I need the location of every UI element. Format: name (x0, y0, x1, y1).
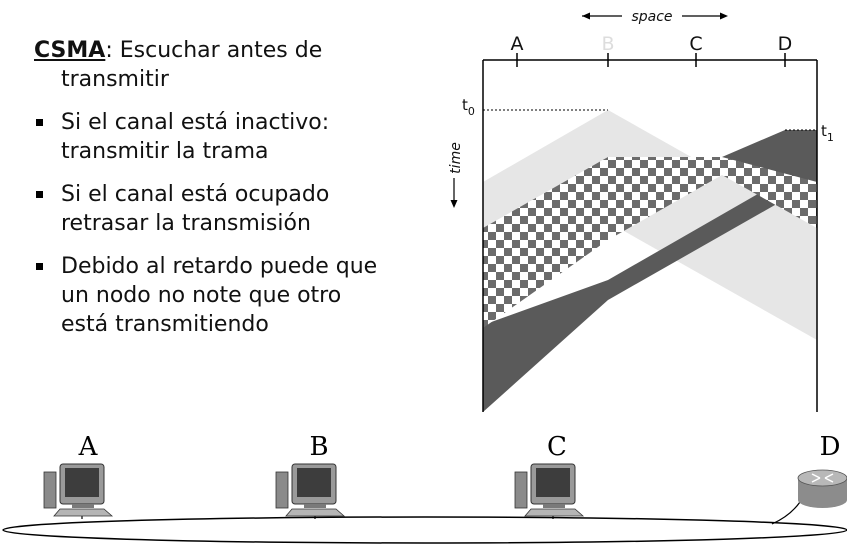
bullet-text-panel: CSMA: Escuchar antes de transmitir Si el… (34, 36, 434, 339)
dark-transmission-region (483, 160, 817, 412)
bullet-idle-line1: Si el canal está inactivo: (61, 110, 330, 135)
axis-node-b: B (601, 33, 614, 55)
computer-icon (275, 463, 346, 517)
bullet-square-icon (36, 119, 43, 126)
t1-label: t1 (821, 122, 834, 144)
router-icon (797, 469, 847, 508)
shared-bus (2, 516, 847, 544)
computer-icon (514, 463, 585, 517)
diagram-frame (482, 53, 818, 412)
heading-continuation: transmitir (61, 67, 169, 92)
collision-region (483, 157, 817, 328)
heading-rest: : Escuchar antes de (105, 38, 323, 63)
bullet-busy: Si el canal está ocupado retrasar la tra… (34, 180, 434, 238)
bullet-square-icon (36, 191, 43, 198)
space-label: space (631, 9, 672, 25)
bullet-delay: Debido al retardo puede que un nodo no n… (34, 252, 434, 339)
computer-icon (43, 463, 114, 517)
host-label-b: B (309, 432, 328, 462)
host-label-a: A (78, 432, 99, 462)
bullet-delay-line3: está transmitiendo (61, 312, 269, 337)
bullet-delay-line1: Debido al retardo puede que (61, 254, 378, 279)
light-transmission-region (483, 110, 817, 340)
axis-node-a: A (511, 33, 524, 55)
bullet-delay-line2: un nodo no note que otro (61, 283, 342, 308)
bullet-idle-line2: transmitir la trama (61, 139, 269, 164)
bullet-list: Si el canal está inactivo: transmitir la… (34, 108, 434, 339)
space-arrow (582, 12, 728, 20)
axis-node-d: D (778, 33, 793, 55)
csma-heading: CSMA: Escuchar antes de transmitir (34, 36, 434, 94)
propagation-regions (483, 110, 817, 412)
time-label: time (448, 142, 464, 174)
host-label-d: D (820, 432, 841, 462)
time-arrow (450, 178, 458, 208)
bullet-square-icon (36, 263, 43, 270)
bullet-busy-line1: Si el canal está ocupado (61, 182, 330, 207)
bullet-busy-line2: retrasar la transmisión (61, 211, 311, 236)
csma-keyword: CSMA (34, 38, 106, 63)
dark-signal-top (722, 130, 817, 182)
t0-label: t0 (462, 96, 475, 118)
bullet-idle: Si el canal está inactivo: transmitir la… (34, 108, 434, 166)
axis-node-c: C (689, 33, 702, 55)
host-label-c: C (547, 432, 567, 462)
